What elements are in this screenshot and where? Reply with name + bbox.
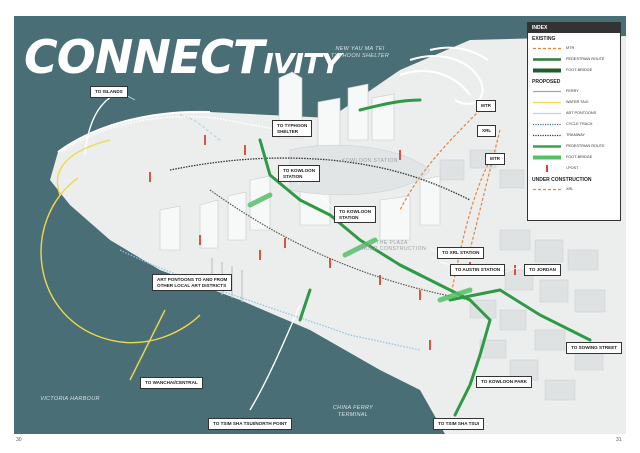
water-taxi-routes <box>40 139 201 381</box>
legend-under-construction-heading: UNDER CONSTRUCTION <box>532 177 592 183</box>
legend-row: FOOT-BRIDGE <box>528 65 620 76</box>
legend-label: XRL <box>566 187 574 192</box>
callout-to-tsim-sha-tsui: TO TSIM SHA TSUI <box>433 418 485 430</box>
callout-xrl: XRL <box>477 125 497 137</box>
foot-bridges <box>247 192 473 303</box>
victoria-harbour-label: VICTORIA HARBOUR <box>40 396 100 402</box>
cycle-track-south <box>119 249 421 351</box>
kowloon-station-map-label: KOWLOON STATION <box>342 158 398 164</box>
cycle-track <box>61 115 281 153</box>
callout-to-north-point: TO TSIM SHA TSUI/NORTH POINT <box>208 418 293 430</box>
legend-swatch <box>533 112 561 115</box>
callout-to-sowing-street: TO SOWING STREET <box>566 342 623 354</box>
callout-to-austin-station: TO AUSTIN STATION <box>450 264 506 276</box>
i-posts <box>149 135 516 350</box>
legend-proposed-items: FERRY WATER TAXI ART PONTOONS CYCLE TRACK TR… <box>528 86 620 174</box>
title-suffix: IVITY <box>263 47 341 80</box>
page-title: CONNECTIVITY <box>24 30 341 84</box>
legend-swatch <box>533 90 561 93</box>
legend-swatch <box>533 188 561 191</box>
legend-row: XRL <box>528 184 620 195</box>
legend-label: TRAMWAY <box>566 133 585 138</box>
callout-to-wanchai-central: TO WANCHAI/CENTRAL <box>140 377 203 389</box>
callout-to-typhoon-shelter: TO TYPHOON SHELTER <box>272 120 313 137</box>
tramway <box>169 157 471 201</box>
legend-existing-items: MTR PEDESTRIAN ROUTE FOOT-BRIDGE <box>528 43 620 76</box>
legend-label: MTR <box>566 46 575 51</box>
legend-label: FOOT-BRIDGE <box>566 155 593 160</box>
legend-label: ART PONTOONS <box>566 111 597 116</box>
legend-existing-heading: EXISTING <box>532 36 556 42</box>
highway-interchange <box>399 46 489 105</box>
kowloon-station-deck <box>289 144 431 196</box>
callout-art-pontoons: ART PONTOONS TO AND FROM OTHER LOCAL ART… <box>152 274 233 291</box>
legend-swatch <box>533 68 561 73</box>
legend-label: i-POST <box>566 166 579 171</box>
legend-row: TRAMWAY <box>528 130 620 141</box>
title-main: CONNECT <box>24 30 264 84</box>
typhoon-shelter-label: NEW YAU MA TEI TYPHOON SHELTER <box>330 46 390 59</box>
callout-to-xrl-station: TO XRL STATION <box>437 247 485 259</box>
page-number-right: 31 <box>616 437 622 443</box>
legend-swatch <box>546 165 548 172</box>
legend-row: PEDESTRIAN ROUTE <box>528 141 620 152</box>
legend-proposed-heading: PROPOSED <box>532 79 561 85</box>
legend-row: MTR <box>528 43 620 54</box>
legend-swatch <box>533 47 561 50</box>
callout-to-kowloon-park: TO KOWLOON PARK <box>476 376 533 388</box>
legend-label: FOOT-BRIDGE <box>566 68 593 73</box>
china-ferry-terminal-label: CHINA FERRY TERMINAL <box>332 405 374 418</box>
legend-label: FERRY <box>566 89 579 94</box>
page-number-left: 30 <box>16 437 22 443</box>
pedestrian-routes <box>258 98 592 417</box>
legend-swatch <box>533 58 561 61</box>
callout-mtr: MTR <box>476 100 496 112</box>
plaza-map-label: THE PLAZA UNDER CONSTRUCTION <box>357 240 427 252</box>
legend-row: i-POST <box>528 163 620 174</box>
callout-to-jordan: TO JORDAN <box>524 264 561 276</box>
legend-label: WATER TAXI <box>566 100 589 105</box>
callout-to-islands: TO ISLANDS <box>90 86 128 98</box>
legend-swatch <box>533 145 561 148</box>
promenade-edge <box>57 110 211 153</box>
legend-row: PEDESTRIAN ROUTE <box>528 54 620 65</box>
callout-mtr-2: MTR <box>485 153 505 165</box>
legend-swatch <box>533 101 561 104</box>
legend-swatch <box>533 134 561 137</box>
tramway-south <box>209 189 471 301</box>
legend-index: INDEX EXISTING MTR PEDESTRIAN ROUTE FOOT-B… <box>527 22 621 221</box>
legend-row: FERRY <box>528 86 620 97</box>
legend-label: CYCLE TRACK <box>566 122 593 127</box>
callout-to-kowloon-station: TO KOWLOON STATION <box>278 165 321 182</box>
callout-to-kowloon-station-2: TO KOWLOON STATION <box>334 206 377 223</box>
legend-label: PEDESTRIAN ROUTE <box>566 57 605 62</box>
city-blocks <box>439 149 606 401</box>
legend-row: FOOT-BRIDGE <box>528 152 620 163</box>
legend-swatch <box>533 155 561 160</box>
legend-label: PEDESTRIAN ROUTE <box>566 144 605 149</box>
legend-row: WATER TAXI <box>528 97 620 108</box>
legend-row: CYCLE TRACK <box>528 119 620 130</box>
legend-row: ART PONTOONS <box>528 108 620 119</box>
legend-swatch <box>533 123 561 126</box>
mtr-xrl-lines <box>399 109 501 301</box>
legend-under-construction-items: XRL <box>528 184 620 195</box>
legend-header: INDEX <box>528 23 620 33</box>
